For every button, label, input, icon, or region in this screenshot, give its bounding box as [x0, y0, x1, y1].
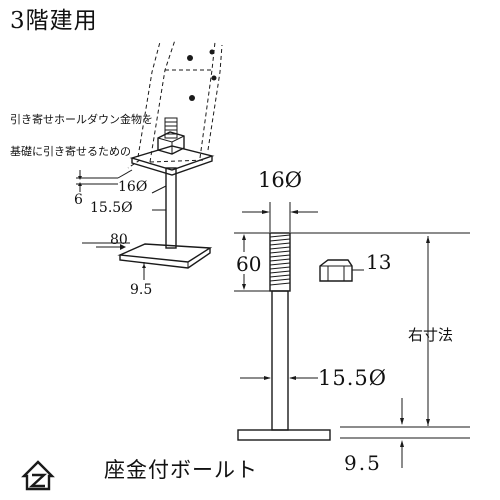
right-dim-9-5: 9.5 [344, 451, 382, 475]
left-dim-9-5: 9.5 [130, 282, 153, 298]
right-dim-16: 16Ø [258, 168, 302, 192]
base-plate-right [237, 429, 331, 441]
left-dim-16: 16Ø [118, 179, 148, 195]
note-line-1: 引き寄せホールダウン金物を [10, 113, 153, 126]
page-title: 3階建用 [10, 8, 98, 34]
note-line-2: 基礎に引き寄せるための [10, 145, 131, 158]
footer-caption: 座金付ボールト [104, 458, 258, 482]
thread-section-right [269, 232, 291, 292]
hex-nut [157, 131, 185, 155]
left-dim-15-5: 15.5Ø [90, 200, 133, 216]
left-isometric-view [76, 39, 223, 280]
holddown-bracket [127, 39, 223, 169]
bolt-shaft-left [165, 167, 177, 249]
base-plate-left [117, 243, 213, 263]
thread-top [164, 117, 178, 139]
right-dim-60: 60 [236, 252, 262, 276]
thread-hatching [269, 234, 291, 286]
left-dim-6: 6 [74, 192, 83, 208]
right-dim-15-5: 15.5Ø [318, 366, 387, 390]
bolt-shaft-right [271, 290, 289, 431]
right-elevation-view [234, 202, 470, 468]
hex-nut-icon [319, 259, 364, 282]
left-dim-80: 80 [110, 232, 128, 248]
right-dim-label: 右寸法 [408, 326, 454, 344]
z-logo-icon [21, 460, 55, 491]
right-dim-13: 13 [366, 250, 392, 274]
